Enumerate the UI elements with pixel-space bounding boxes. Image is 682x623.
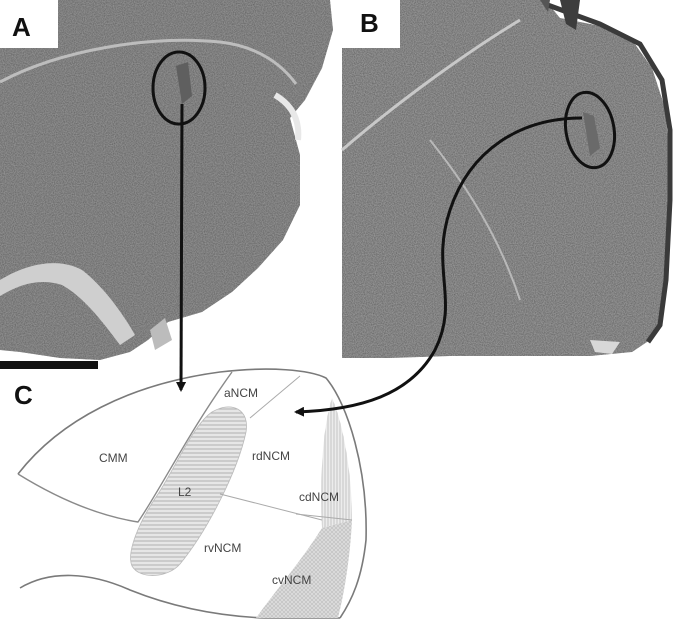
panel-c-letter: C xyxy=(14,380,33,410)
region-label-cmm: CMM xyxy=(99,451,128,465)
panel-c: C CMM L2 aNCM rdNCM cdNCM rvNCM cvNCM xyxy=(14,368,367,619)
panel-a: A xyxy=(0,0,333,369)
panel-b-label-background xyxy=(342,0,400,48)
schematic-outer-outline xyxy=(17,368,367,619)
anc-boundary xyxy=(249,375,301,419)
panel-b-highlight-ellipse xyxy=(563,90,617,170)
panel-b-tissue-section xyxy=(341,0,673,358)
schematic-bottom-outline xyxy=(19,574,340,619)
region-label-rvncm: rvNCM xyxy=(204,541,241,555)
panel-a-tissue-section xyxy=(0,0,333,360)
panel-b-letter: B xyxy=(360,8,379,38)
panel-a-highlight-ellipse xyxy=(151,50,207,126)
cvncm-band xyxy=(256,520,352,618)
region-label-ancm: aNCM xyxy=(224,386,258,400)
region-label-cvncm: cvNCM xyxy=(272,573,311,587)
cmm-boundary xyxy=(17,371,233,523)
panel-b: B xyxy=(341,0,673,358)
cdncm-band xyxy=(321,398,352,528)
region-label-l2: L2 xyxy=(178,485,192,499)
arrow-a-to-c xyxy=(176,103,187,392)
region-label-rdncm: rdNCM xyxy=(252,449,290,463)
arrow-b-to-c xyxy=(294,116,583,417)
panel-a-label-background xyxy=(0,0,58,48)
region-label-cdncm: cdNCM xyxy=(299,490,339,504)
cd-cv-boundary xyxy=(295,513,353,521)
scale-bar xyxy=(0,361,98,369)
l2-field xyxy=(130,406,247,576)
rd-rv-boundary xyxy=(219,493,323,521)
panel-a-letter: A xyxy=(12,12,31,42)
